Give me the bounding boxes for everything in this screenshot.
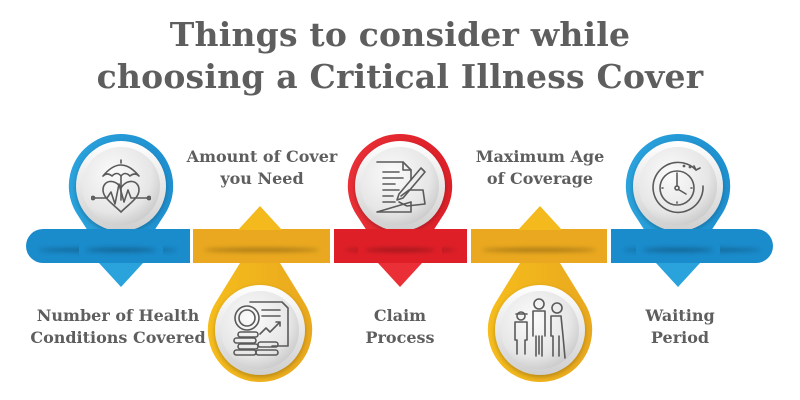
step-label-1: Number of Health Conditions Covered — [30, 305, 205, 349]
step-3-line-1: Claim — [373, 306, 427, 325]
pin-tip-1 — [99, 263, 143, 287]
step-label-3: Claim Process — [365, 305, 434, 349]
step-4-line-2: of Coverage — [486, 169, 594, 188]
pin-tip-5 — [656, 263, 700, 287]
timeline-segment-2 — [193, 229, 330, 263]
title-line-1: Things to consider while — [169, 15, 631, 54]
infographic-title: Things to consider while choosing a Crit… — [0, 14, 800, 98]
step-label-4: Maximum Age of Coverage — [476, 146, 605, 190]
title-line-2: choosing a Critical Illness Cover — [96, 57, 704, 96]
pin-tip-3 — [378, 263, 422, 287]
timeline-segment-4 — [471, 229, 607, 263]
step-5-line-1: Waiting — [645, 306, 715, 325]
step-2-line-2: you Need — [220, 169, 304, 188]
coins-chart-icon — [233, 301, 289, 356]
timeline-segment-1-overlay — [79, 229, 163, 263]
step-1-line-2: Conditions Covered — [30, 328, 206, 347]
step-3-line-2: Process — [365, 328, 435, 347]
step-4-line-1: Maximum Age — [475, 147, 605, 166]
step-5-line-2: Period — [650, 328, 710, 347]
timeline-segment-3-overlay — [358, 229, 442, 263]
pin-marker-3 — [347, 133, 453, 282]
timeline-segment-5-overlay — [636, 229, 720, 263]
age-group-icon — [514, 298, 566, 359]
step-2-line-1: Amount of Cover — [186, 147, 338, 166]
umbrella-heart-icon — [91, 159, 151, 213]
clock-timer-icon — [652, 161, 704, 214]
step-1-line-1: Number of Health — [36, 306, 200, 325]
pin-tip-2 — [238, 206, 282, 230]
step-label-5: Waiting Period — [645, 305, 714, 349]
document-signing-icon — [376, 161, 426, 213]
pin-tip-4 — [518, 206, 562, 230]
step-label-2: Amount of Cover you Need — [187, 146, 338, 190]
